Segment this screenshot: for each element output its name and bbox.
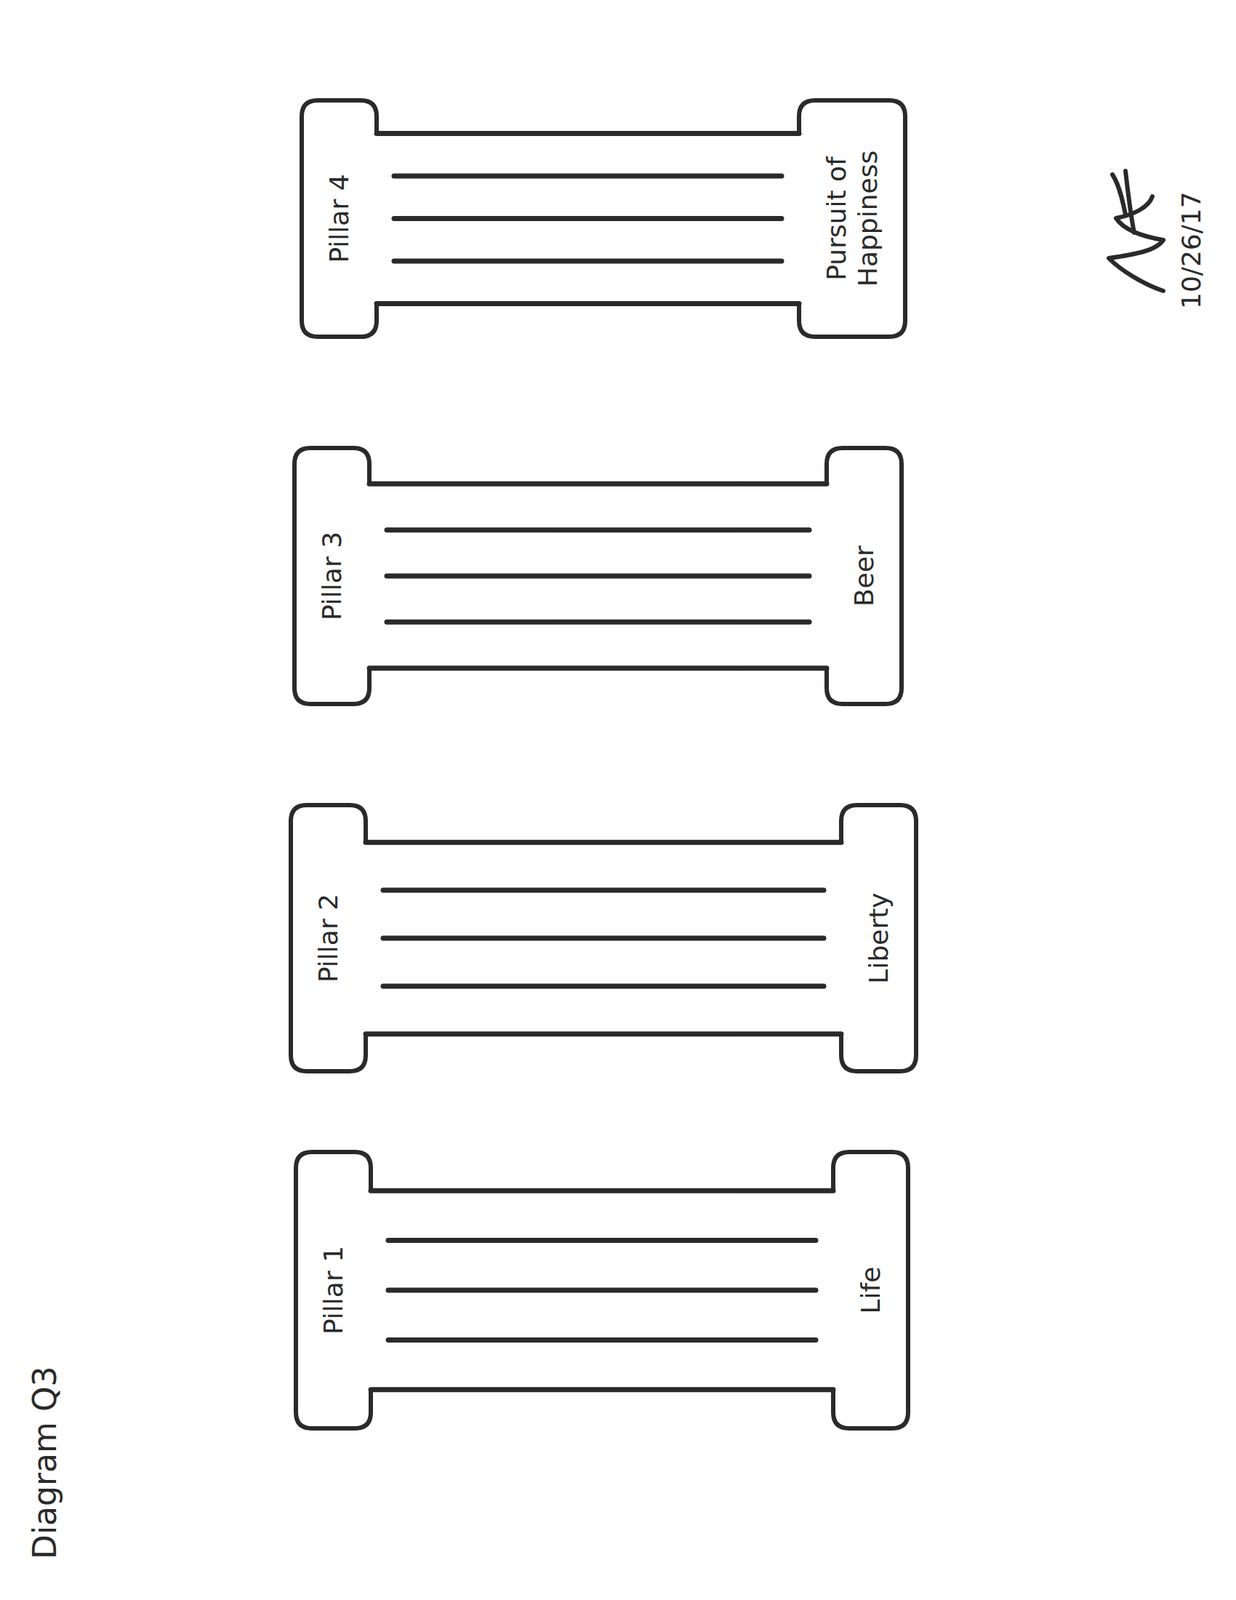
pillar-flute: [394, 258, 782, 264]
pillar-base: [826, 447, 902, 704]
pillar-name: Pillar 2: [312, 804, 344, 1071]
pillar-capital: [295, 1151, 371, 1428]
pillar-value: Life: [855, 1151, 887, 1428]
pillar-name: Pillar 1: [317, 1151, 349, 1428]
pillar-flute: [383, 982, 824, 989]
pillar-flute: [365, 839, 842, 845]
pillar-flute: [386, 573, 810, 579]
pillar-base: [833, 1151, 909, 1428]
pillar-flute: [369, 665, 827, 671]
pillar-outline: [295, 1151, 909, 1428]
pillar-outline: [290, 804, 917, 1071]
pillar-capital: [301, 100, 377, 337]
pillar-flute: [388, 1237, 816, 1243]
pillar-flute: [383, 887, 824, 893]
pillar-flute: [394, 173, 782, 179]
diagram-title: Diagram Q3: [26, 1365, 64, 1559]
pillar-name: Pillar 3: [316, 447, 348, 704]
pillar-flute: [376, 301, 800, 307]
pillar-flute: [376, 130, 800, 136]
pillar-outline: [294, 447, 902, 704]
pillar-flute: [370, 1386, 834, 1392]
pillar-flute: [394, 215, 782, 222]
pillar-value: Beer: [848, 447, 880, 704]
pillar-flute: [370, 1188, 834, 1194]
pillar-flute: [388, 1337, 816, 1343]
label-holder: 10/26/17: [1176, 191, 1207, 309]
pillar-flute: [383, 935, 824, 941]
title-holder: Diagram Q3: [26, 1365, 64, 1559]
pillar-base: [799, 100, 906, 337]
pillar-flute: [365, 1030, 842, 1037]
pillar-value: Liberty: [863, 804, 895, 1071]
pillar: Pillar 1 Life: [295, 1151, 909, 1428]
pillar-flute: [369, 481, 827, 487]
pillar-name: Pillar 4: [323, 100, 355, 337]
signature-scribble: [1108, 170, 1164, 291]
pillar: Pillar 2 Liberty: [290, 804, 917, 1071]
pillar-flute: [386, 619, 810, 625]
pillar-value: Pursuit of Happiness: [820, 100, 884, 337]
pillar-flute: [388, 1287, 816, 1293]
pillar-flute: [386, 527, 810, 533]
pillar-capital: [290, 804, 366, 1071]
pillar-base: [841, 804, 917, 1071]
date-label: 10/26/17: [1176, 191, 1207, 309]
pillar-outline: [301, 100, 906, 337]
pillar: Pillar 3 Beer: [294, 447, 902, 704]
pillar-capital: [294, 447, 370, 704]
pillar: Pillar 4 Pursuit of Happiness: [301, 100, 906, 337]
